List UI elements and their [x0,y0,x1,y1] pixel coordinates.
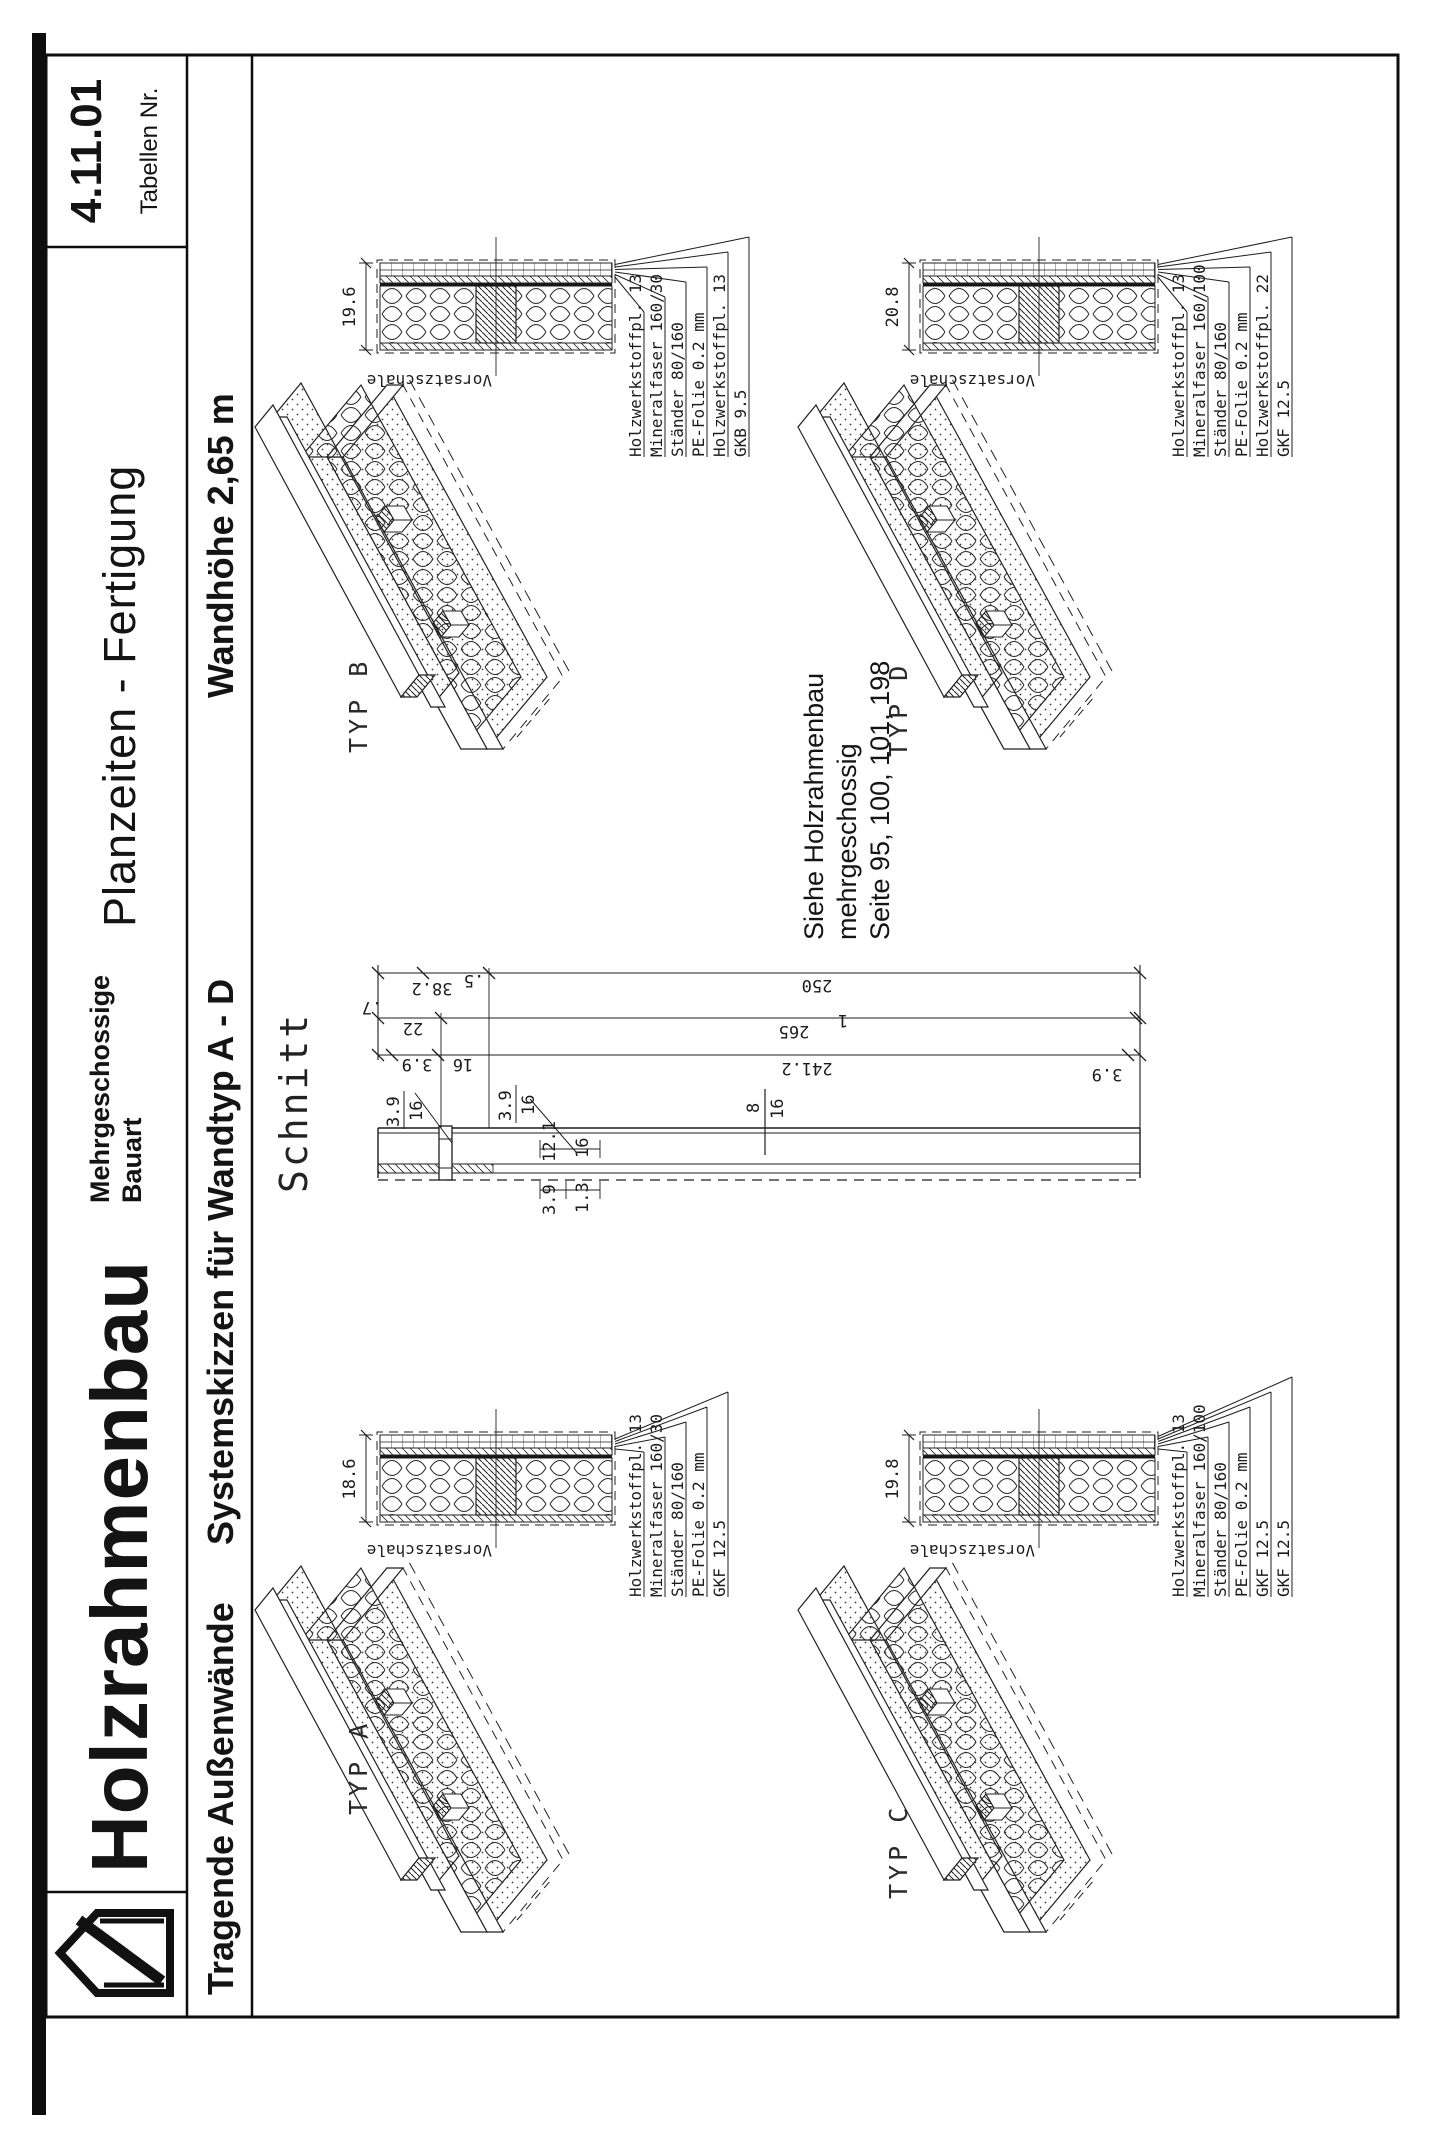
typ-c-material: PE-Folie 0.2 mm [1232,1452,1251,1598]
typ-b-thickness: 19.6 [340,286,360,328]
dim-clear-250: 250 [801,975,833,995]
typ-c-material: Holzwerkstoffpl. 13 [1169,1413,1188,1597]
typ-c-drawing [797,1408,1159,1933]
dim-girt-8: 8 [744,1102,764,1113]
dim-pair2-16: 16 [519,1094,539,1115]
dim-05: .5 [463,970,485,990]
typ-b-material: Mineralfaser 160/30 [647,273,666,457]
dim-pair1-39: 3.9 [384,1096,404,1127]
typ-d-material: Holzwerkstoffpl. 13 [1169,273,1188,457]
schnitt-section [377,965,1141,1199]
page-subtitle: Tragende Außenwände [200,1602,241,1995]
typ-a-thickness: 18.6 [340,1458,360,1500]
leader-lines [371,236,1293,1597]
dim-girt-16: 16 [768,1098,788,1119]
typ-a-material: PE-Folie 0.2 mm [689,1452,708,1598]
dim-stud-2412: 241.2 [781,1058,833,1078]
typ-a-material: GKF 12.5 [710,1519,729,1597]
typ-d-drawing [797,236,1159,750]
table-number: 4.11.01 [62,78,111,224]
typ-c-material: GKF 12.5 [1274,1519,1293,1597]
typ-d-material: PE-Folie 0.2 mm [1232,312,1251,458]
topic-subtitle: Wandhöhe 2,65 m [200,393,241,698]
typ-a-material: Ständer 80/160 [668,1462,687,1597]
reference-note-line2: mehrgeschossig [832,743,862,940]
typ-a-label: TYP A [344,1719,373,1815]
typ-a-material: Holzwerkstoffpl. 13 [626,1413,645,1597]
series-line1: Mehrgeschossige [85,974,115,1203]
typ-b-material: Ständer 80/160 [668,322,687,457]
typ-b-label: TYP B [344,657,373,753]
typ-b-material: Holzwerkstoffpl. 13 [626,273,645,457]
typ-a-shell-label: Vorsatzschale [366,1541,492,1560]
dim-pair2-39: 3.9 [496,1090,516,1121]
holzbau-logo [54,1909,174,1997]
typ-d-material: Mineralfaser 160/100 [1190,264,1209,457]
typ-d-material: Holzwerkstoffpl. 22 [1253,273,1272,457]
dim-pair1-16: 16 [407,1100,427,1121]
typ-c-shell-label: Vorsatzschale [909,1541,1035,1560]
typ-b-material: PE-Folie 0.2 mm [689,312,708,458]
series-line2: Bauart [117,1117,147,1203]
topic-title: Planzeiten - Fertigung [94,464,145,927]
typ-c-thickness: 19.8 [883,1458,903,1500]
dim-22: 22 [402,1018,424,1038]
dim-1: 1 [837,1010,849,1030]
dim-layer-13: 1.3 [573,1182,593,1213]
typ-c-material: GKF 12.5 [1253,1519,1272,1597]
typ-d-material: GKF 12.5 [1274,379,1293,457]
typ-b-material: GKB 9.5 [731,389,750,457]
schnitt-title: Schnitt [272,1011,316,1193]
typ-d-material: Ständer 80/160 [1211,322,1230,457]
page-title: Holzrahmenbau [75,1259,164,1873]
typ-d-thickness: 20.8 [883,286,903,328]
dim-16-top: 16 [452,1054,474,1074]
table-number-label: Tabellen Nr. [136,87,163,215]
reference-note-line3: Seite 95, 100, 101, 198 [865,660,895,940]
dim-07: .7 [361,997,383,1017]
typ-c-material: Ständer 80/160 [1211,1462,1230,1597]
dim-39-bottom: 3.9 [1091,1064,1123,1084]
dim-layer-16: 16 [573,1137,593,1158]
series-subtitle: Systemskizzen für Wandtyp A - D [200,978,241,1545]
typ-b-drawing [254,236,616,750]
typ-c-material: Mineralfaser 160/100 [1190,1404,1209,1597]
reference-note-line1: Siehe Holzrahmenbau [799,672,829,940]
typ-d-shell-label: Vorsatzschale [909,371,1035,390]
typ-b-shell-label: Vorsatzschale [366,371,492,390]
dim-layer-39: 3.9 [540,1184,560,1215]
typ-b-material: Holzwerkstoffpl. 13 [710,273,729,457]
dim-layer-121: 12.1 [540,1121,560,1162]
typ-c-label: TYP C [884,1803,913,1899]
typ-a-material: Mineralfaser 160/30 [647,1413,666,1597]
typ-a-drawing [254,1408,616,1933]
